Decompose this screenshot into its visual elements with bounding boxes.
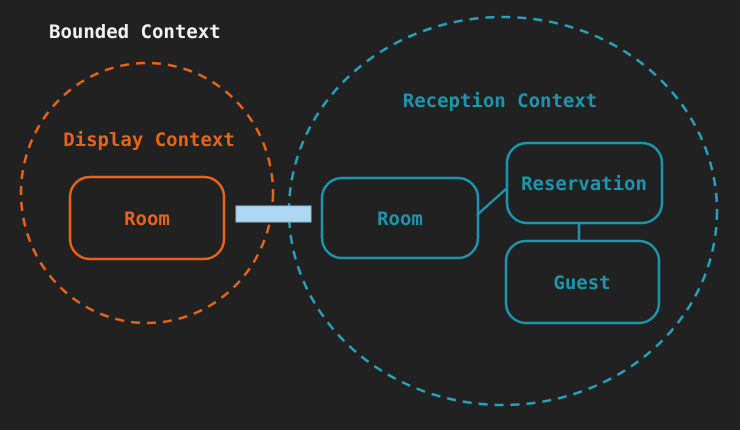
guest-box	[504, 239, 661, 325]
display-room-label: Room	[124, 208, 170, 230]
page-title: Bounded Context	[49, 21, 221, 43]
reception-context-label: Reception Context	[403, 90, 597, 112]
reservation-box	[505, 141, 664, 225]
room-reservation-edge	[476, 188, 507, 216]
reception-context-circle	[287, 15, 719, 407]
display-room-box	[68, 175, 226, 261]
display-context-label: Display Context	[63, 129, 235, 151]
display-context-circle	[19, 61, 275, 325]
guest-label: Guest	[553, 272, 610, 294]
reception-room-box	[320, 176, 480, 260]
reception-room-label: Room	[377, 208, 423, 230]
reservation-label: Reservation	[521, 173, 647, 195]
context-link-connector	[235, 205, 312, 223]
